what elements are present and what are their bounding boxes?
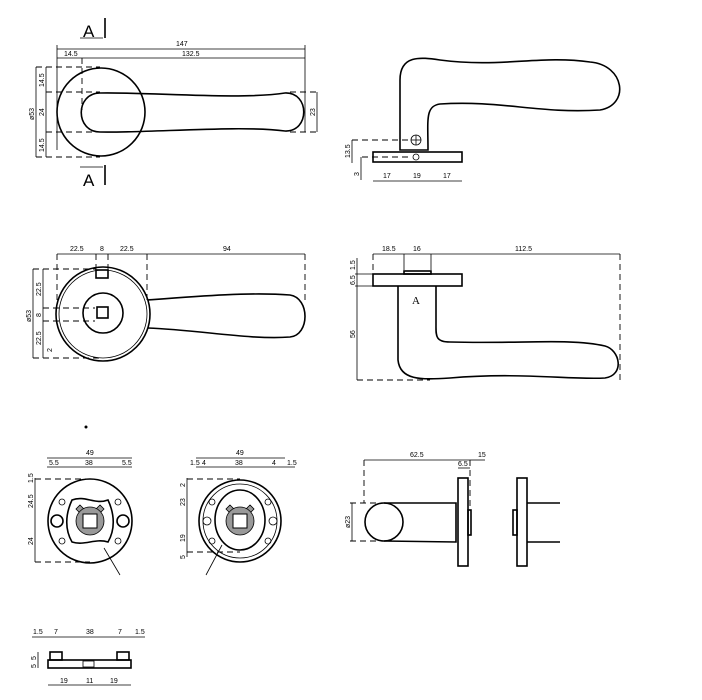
dim-mid: 38	[235, 460, 243, 467]
view-bottom: 1.5 7 38 7 1.5 5 5 19 11 19	[31, 629, 145, 686]
dim-l1: 1.5	[33, 629, 43, 636]
dim-mid: 38	[85, 460, 93, 467]
view-top: A A 147 14.5 132.5 ø53 14.5 24 14.5 23	[29, 18, 318, 190]
dim-down: 19	[180, 534, 187, 542]
dim-top: 1.5	[28, 473, 35, 483]
dim-total: 49	[86, 450, 94, 457]
dim-drop: 56	[350, 330, 357, 338]
lever-outline	[147, 293, 306, 339]
dot-mark	[84, 425, 88, 429]
lever-outline	[399, 57, 621, 151]
dim-lower: 14.5	[39, 138, 46, 152]
dim-a: 18.5	[382, 246, 396, 253]
dim-top: 2	[180, 483, 187, 487]
dim-lever: 132.5	[182, 51, 200, 58]
lever-outline	[397, 286, 619, 380]
dim-dia: ø23	[345, 516, 352, 528]
dim-total: 49	[236, 450, 244, 457]
dim-small: 2	[47, 348, 54, 352]
dim-down: 22.5	[36, 331, 43, 345]
dim-plate: 3	[354, 172, 361, 176]
dim-top: 1.5	[350, 260, 357, 270]
lever-outline	[80, 92, 305, 133]
dim-l2: 7	[54, 629, 58, 636]
dim-r1: 1.5	[287, 460, 297, 467]
dim-up: 24.5	[28, 494, 35, 508]
dim-upper: 14.5	[39, 73, 46, 87]
dim-up: 22.5	[36, 282, 43, 296]
dim-grip: 23	[310, 108, 317, 116]
dim-rosette: ø53	[29, 108, 36, 120]
dim-l2: 4	[202, 460, 206, 467]
dim-b2: 11	[86, 678, 93, 685]
dim-lever: 94	[223, 246, 231, 253]
dim-b: 8	[100, 246, 104, 253]
dim-down: 24	[28, 537, 35, 545]
dim-c: 22.5	[120, 246, 134, 253]
rosette-outline	[56, 67, 146, 157]
dim-right: 17	[443, 173, 451, 180]
view-end: 62.5 6.5 15 ø23	[345, 452, 560, 567]
dim-mid: 24	[39, 108, 46, 116]
dim-edge: 15	[478, 452, 486, 459]
dim-plate: 6.5	[458, 461, 468, 468]
dim-b: 16	[413, 246, 421, 253]
dim-h2: 5	[31, 664, 38, 668]
dim-len: 62.5	[410, 452, 424, 459]
dim-rosette: ø53	[26, 310, 33, 322]
rosette-base-2: 49 1.5 4 38 4 1.5 2 23 19 5	[180, 450, 297, 576]
dim-mid: 19	[413, 173, 421, 180]
dim-bot: 5	[180, 555, 187, 559]
dim-total: 147	[176, 41, 188, 48]
dim-up: 23	[180, 498, 187, 506]
dim-r2: 4	[272, 460, 276, 467]
dim-a: 22.5	[70, 246, 84, 253]
dim-plate: 6.5	[350, 275, 357, 285]
view-side-top: 13.5 3 17 19 17	[345, 57, 621, 182]
section-marker-bottom: A	[83, 171, 95, 190]
rosette-base-1: 49 5.5 38 5.5 1.5 24.5 24	[28, 450, 133, 576]
dim-b3: 19	[110, 678, 118, 685]
dim-l1: 1.5	[190, 460, 200, 467]
dim-height: 13.5	[345, 144, 352, 158]
dim-r1: 1.5	[135, 629, 145, 636]
dim-mid: 38	[86, 629, 94, 636]
dim-sq: 8	[36, 313, 43, 317]
dim-b1: 19	[60, 678, 68, 685]
dim-c: 112.5	[515, 246, 532, 253]
dim-l: 5.5	[49, 460, 59, 467]
view-back: 22.5 8 22.5 94 ø53 22.5 8 22.5 2	[26, 246, 306, 362]
dim-left: 17	[383, 173, 391, 180]
dim-h1: 5	[31, 656, 38, 660]
view-side: A 18.5 16 112.5 1.5 6.5 56	[350, 246, 621, 381]
section-label: A	[412, 295, 420, 307]
dim-offset: 14.5	[64, 51, 78, 58]
dim-r: 5.5	[122, 460, 132, 467]
section-marker-top: A	[83, 22, 95, 41]
dim-r2: 7	[118, 629, 122, 636]
